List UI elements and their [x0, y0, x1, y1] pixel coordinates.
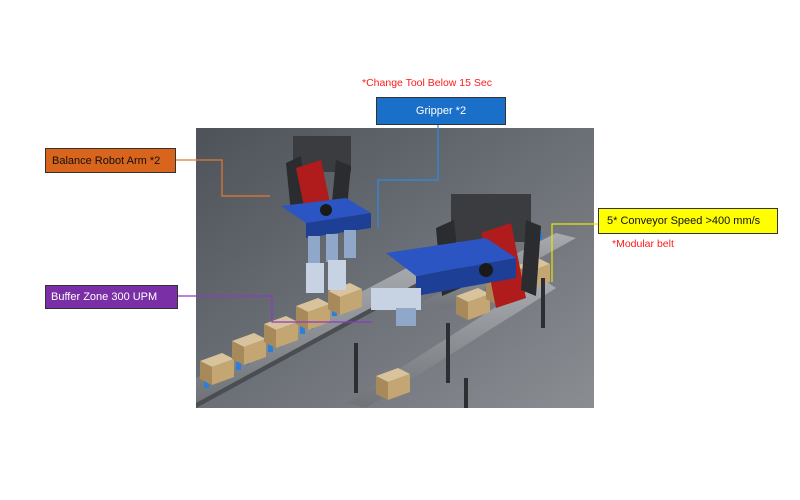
- conveyor-speed-callout-label: 5* Conveyor Speed >400 mm/s: [598, 208, 778, 234]
- robot-arm-left: [281, 136, 371, 293]
- lower-conveyor-belt: [196, 258, 426, 403]
- gripper-callout-label: Gripper *2: [376, 97, 506, 125]
- robot-arm-callout-label: Balance Robot Arm *2: [45, 148, 176, 173]
- robot-arm-right: [371, 194, 541, 326]
- packaging-line-render: [196, 128, 594, 408]
- packaging-line-illustration: [196, 128, 594, 408]
- buffer-zone-callout-label: Buffer Zone 300 UPM: [45, 285, 178, 309]
- gripper-change-tool-note: *Change Tool Below 15 Sec: [362, 77, 492, 89]
- modular-belt-note: *Modular belt: [612, 238, 674, 250]
